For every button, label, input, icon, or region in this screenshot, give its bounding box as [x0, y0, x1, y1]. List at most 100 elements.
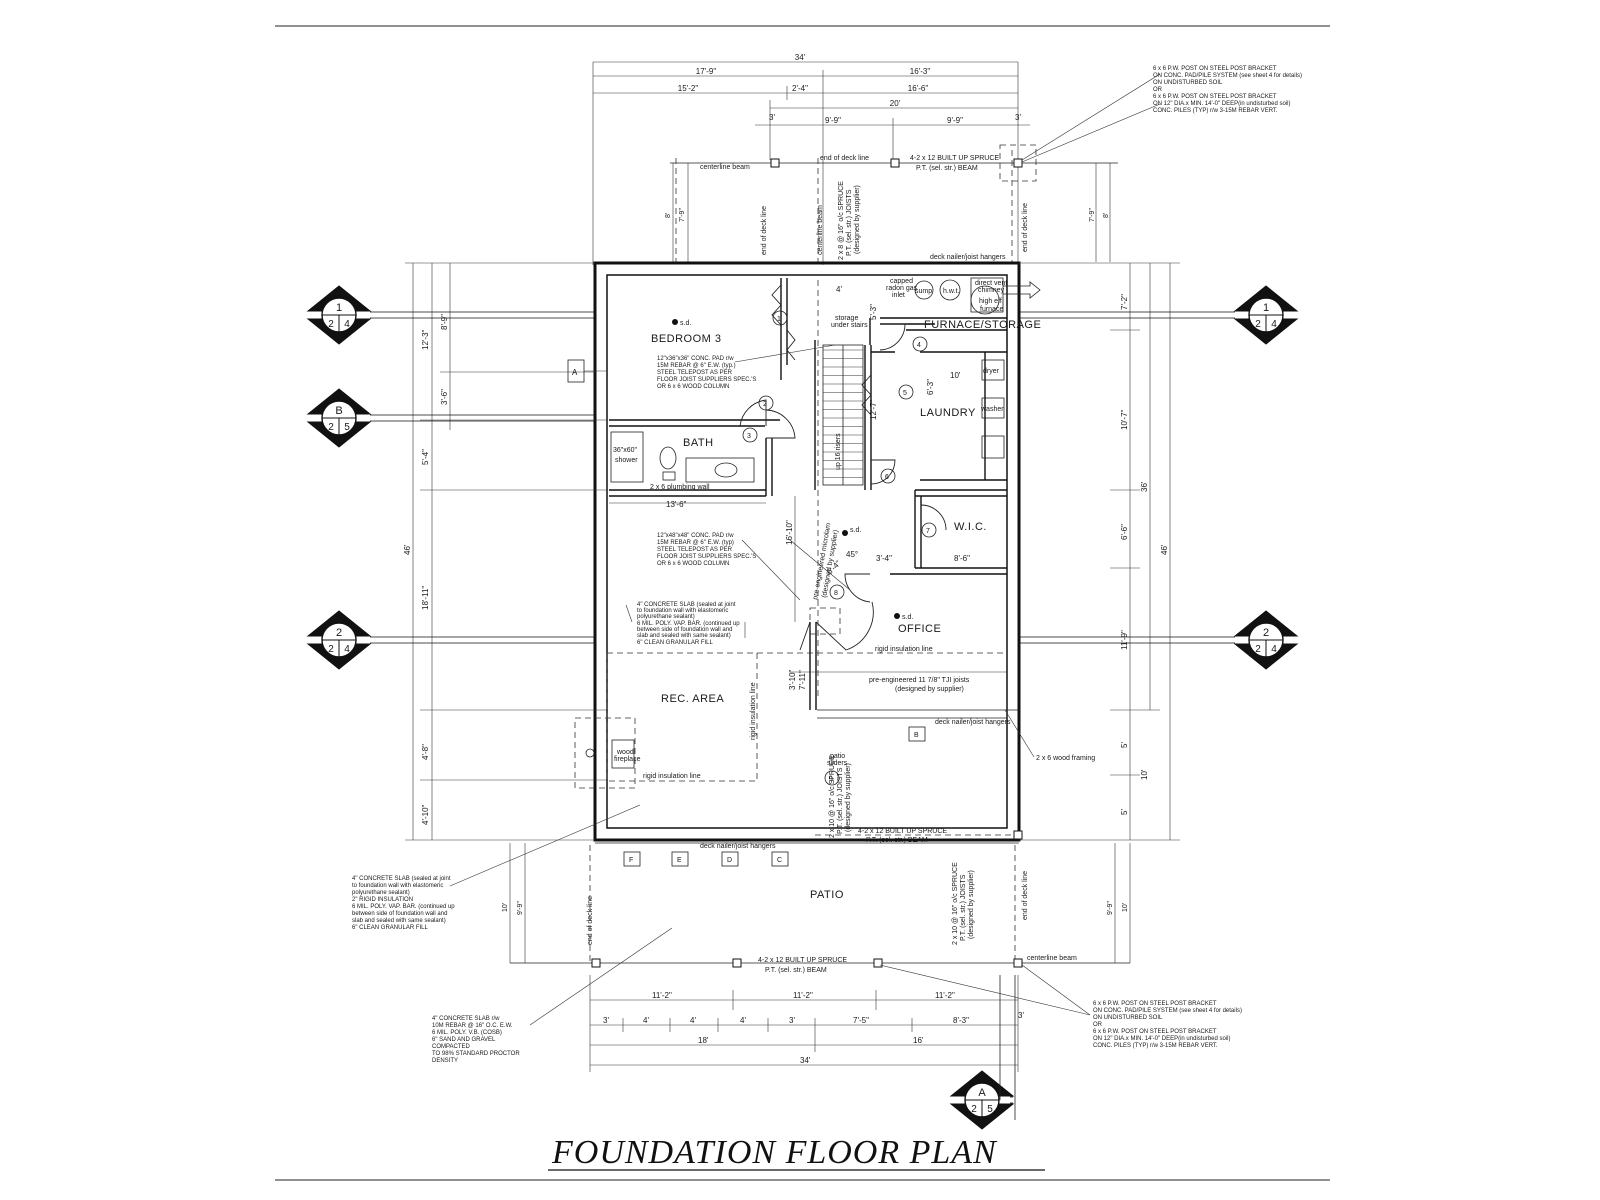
fireplace-label-2: fireplace [614, 756, 641, 763]
deck-nailer-bot: deck nailer/joist hangers [700, 843, 776, 850]
label-capped-2: radon gas [886, 285, 918, 292]
label-end-deck-top: end of deck line [820, 155, 869, 162]
room-wic: W.I.C. [954, 521, 987, 533]
dim-bot-18: 18' [698, 1036, 709, 1045]
label-chimney: chimney [978, 287, 1005, 294]
section-marker-id: A [978, 1087, 986, 1099]
dim-top-c: 16'-6" [908, 84, 929, 93]
slab-left-7: slab and sealed with same sealant) [352, 918, 446, 924]
dim-left-54: 5'-4" [421, 449, 430, 465]
slab-left-1: 4" CONCRETE SLAB (sealed at joint [352, 876, 451, 882]
label-joists-vertical-3: (designed by supplier) [854, 185, 861, 254]
slab1-line-1: 4" CONCRETE SLAB (sealed at joint [637, 602, 736, 608]
dim-int-4: 4' [836, 285, 842, 294]
section-marker-sheet: 2 [328, 319, 334, 330]
joists-patio-1b: P.T. (sel. str.) JOISTS [837, 767, 844, 834]
dim-deck-8-left: 8' [665, 213, 672, 218]
dim-bot-83: 8'-3" [953, 1016, 969, 1025]
slab-patio-2: 10M REBAR @ 16" O.C. E.W. [432, 1023, 513, 1029]
dim-top-3a: 3' [769, 113, 775, 122]
pad2-line-3: STEEL TELEPOST AS PER [657, 547, 733, 553]
dim-int-10: 10' [950, 371, 961, 380]
section-marker-sheet: 4 [344, 319, 350, 330]
section-marker-sheet: 5 [344, 422, 350, 433]
section-marker-id: 1 [336, 302, 342, 314]
post-bottom-3 [873, 958, 883, 968]
label-hwt: h.w.t. [943, 288, 959, 295]
note-post-br-line-4: OR [1093, 1022, 1103, 1028]
bifold-doors [771, 284, 872, 416]
dim-int-34: 3'-4" [876, 554, 892, 563]
slab-patio-1: 4" CONCRETE SLAB r/w [432, 1016, 500, 1022]
dim-bot-3a: 3' [603, 1016, 609, 1025]
slab1-line-3: polyurethane sealant) [637, 614, 695, 620]
label-beam-top-sub: P.T. (sel. str.) BEAM [916, 165, 978, 172]
label-dryer: dryer [983, 368, 1000, 375]
slab-patio-5: COMPACTED [432, 1044, 471, 1050]
label-deck-nailer-top: deck nailer/joist hangers [930, 254, 1006, 261]
sd-bedroom: s.d. [680, 320, 691, 327]
dim-right-46: 46' [1160, 544, 1169, 555]
slab1-line-5: between side of foundation wall and [637, 627, 732, 633]
section-marker-sheet: 4 [1271, 319, 1277, 330]
rigid-insulation-3: rigid insulation line [643, 773, 701, 780]
label-washer: washer [980, 406, 1004, 413]
room-rec-area: REC. AREA [661, 693, 724, 705]
end-deck-bot-right: end of deck line [1022, 871, 1029, 920]
pad2-line-2: 15M REBAR @ 6" E.W. (typ) [657, 540, 734, 546]
beam-low-sub: P.T. (sel. str.) BEAM [765, 967, 827, 974]
post-bottom-4 [1013, 958, 1023, 968]
note-post-br-line-6: ON 12" DIA.x MIN. 14'-0" DEEP(in undistu… [1093, 1036, 1230, 1042]
joists-patio-2c: (designed by supplier) [968, 870, 975, 939]
shower-size: 36"x60" [613, 447, 638, 454]
room-office: OFFICE [898, 623, 941, 635]
top-dimensions: 34' 17'-9" 16'-3" 15'-2" 2'-4" 16'-6" 20… [592, 53, 1030, 265]
left-dimensions: 12'-3" 8'-9" 3'-6" 5'-4" 46' 18'-11" 4'-… [403, 262, 607, 841]
deck-nailer-mid: deck nailer/joist hangers [935, 719, 1011, 726]
pad2-line-4: FLOOR JOIST SUPPLIERS SPEC.'S [657, 554, 756, 560]
dim-deck-79-left: 7'-9" [679, 208, 686, 222]
rigid-insulation-1: rigid insulation line [875, 646, 933, 653]
label-storage: storage [835, 315, 858, 322]
joists-patio-1a: 2 x 10 @ 16" o/c SPRUCE [829, 755, 836, 838]
post-top-3 [1013, 158, 1023, 168]
note-post-tr-line-3: ON UNDISTURBED SOIL [1153, 80, 1223, 86]
label-capped-1: capped [890, 278, 913, 285]
dim-top-a: 15'-2" [678, 84, 699, 93]
section-marker-sheet: 5 [987, 1104, 993, 1115]
joists-patio-1c: (designed by supplier) [845, 763, 852, 832]
section-marker-id: B [335, 405, 342, 417]
slab-left-6: between side of foundation wall and [352, 911, 447, 917]
section-marker-sheet: 2 [328, 422, 334, 433]
section-marker-id: 2 [1263, 627, 1269, 639]
shower-label: shower [615, 457, 638, 464]
dim-int-53: 5'-3" [869, 304, 878, 320]
room-bath: BATH [683, 437, 714, 449]
grid-tag-b: B [914, 732, 919, 739]
post-bottom-1 [591, 958, 601, 968]
dim-patio-10-left: 10' [502, 903, 509, 912]
dim-bot-3c: 3' [1018, 1011, 1024, 1020]
slab1-line-4: 6 MIL. POLY. VAP. BAR. (continued up [637, 621, 740, 627]
dim-int-45: 45° [846, 550, 858, 559]
framing-label: 2 x 6 wood framing [1036, 755, 1095, 762]
dim-top-99b: 9'-9" [947, 116, 963, 125]
section-marker-sheet: 2 [1255, 319, 1261, 330]
dim-top-3b: 3' [1015, 113, 1021, 122]
dim-bot-16: 16' [913, 1036, 924, 1045]
dim-bot-112c: 11'-2" [935, 991, 955, 1000]
slab-patio-7: DENSITY [432, 1058, 458, 1064]
label-high-eff: high eff. [979, 298, 1004, 305]
note-post-top-right: 6 x 6 P.W. POST ON STEEL POST BRACKET ON… [1021, 66, 1302, 163]
room-furnace-storage: FURNACE/STORAGE [924, 319, 1041, 331]
dim-int-1610: 16'-10" [785, 520, 794, 545]
sd-office: s.d. [902, 614, 913, 621]
door-tag-6: 6 [885, 474, 889, 481]
furnace-fixtures: sump h.w.t. direct vent chimney high eff… [831, 277, 1041, 331]
dim-left-46: 46' [403, 544, 412, 555]
label-centerline-vertical: centerline beam [817, 205, 824, 255]
patio-sliders-2: sliders [827, 760, 848, 767]
dim-right-5a: 5' [1120, 742, 1129, 748]
